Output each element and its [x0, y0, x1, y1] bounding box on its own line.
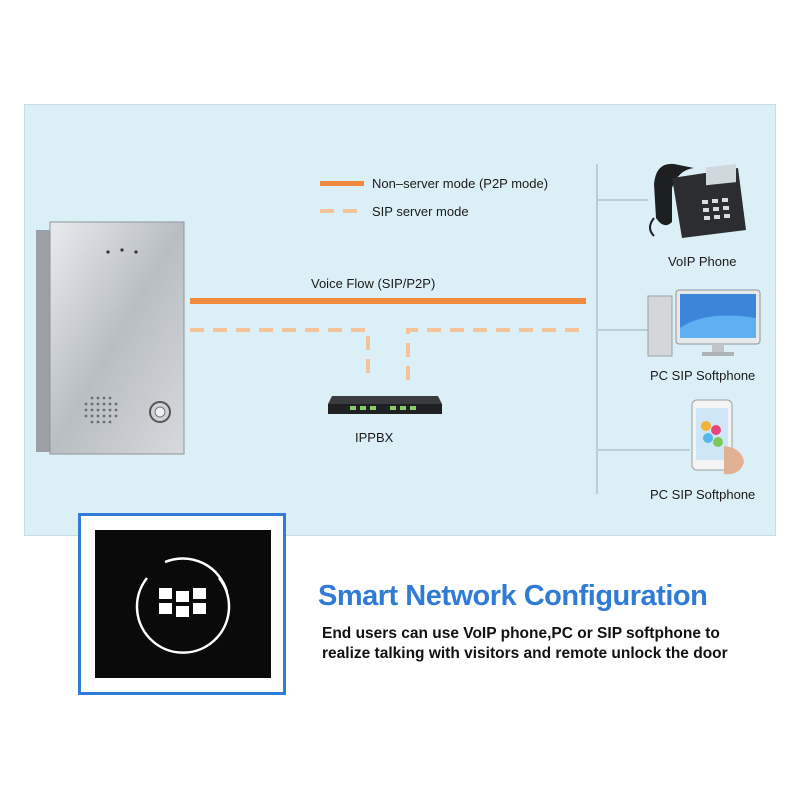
mobile-softphone-label: PC SIP Softphone	[650, 487, 756, 502]
legend-solid-label: Non–server mode (P2P mode)	[372, 176, 549, 191]
ippbx-device-image	[328, 396, 442, 414]
network-grid-icon	[135, 557, 231, 654]
voip-phone-image	[649, 163, 746, 238]
legend-dashed-swatch	[320, 209, 366, 213]
pc-softphone-image	[647, 289, 761, 357]
legend-solid-swatch	[320, 181, 364, 186]
sip-dashed-line-right	[406, 328, 586, 380]
feature-description-line-1: End users can use VoIP phone,PC or SIP s…	[322, 625, 720, 642]
mobile-softphone-image	[691, 399, 744, 475]
feature-title: Smart Network Configuration	[318, 580, 708, 612]
sip-dashed-line-left	[190, 328, 370, 380]
feature-icon-frame	[78, 513, 286, 695]
feature-description-line-2: realize talking with visitors and remote…	[322, 645, 728, 662]
legend-dashed-label: SIP server mode	[372, 204, 469, 219]
feature-description: End users can use VoIP phone,PC or SIP s…	[322, 624, 728, 664]
ippbx-label: IPPBX	[355, 430, 394, 445]
voip-phone-label: VoIP Phone	[668, 254, 737, 269]
pc-softphone-label: PC SIP Softphone	[650, 368, 756, 383]
voice-flow-label: Voice Flow (SIP/P2P)	[311, 276, 436, 291]
feature-icon-background	[95, 530, 271, 678]
door-intercom-image	[36, 221, 185, 455]
